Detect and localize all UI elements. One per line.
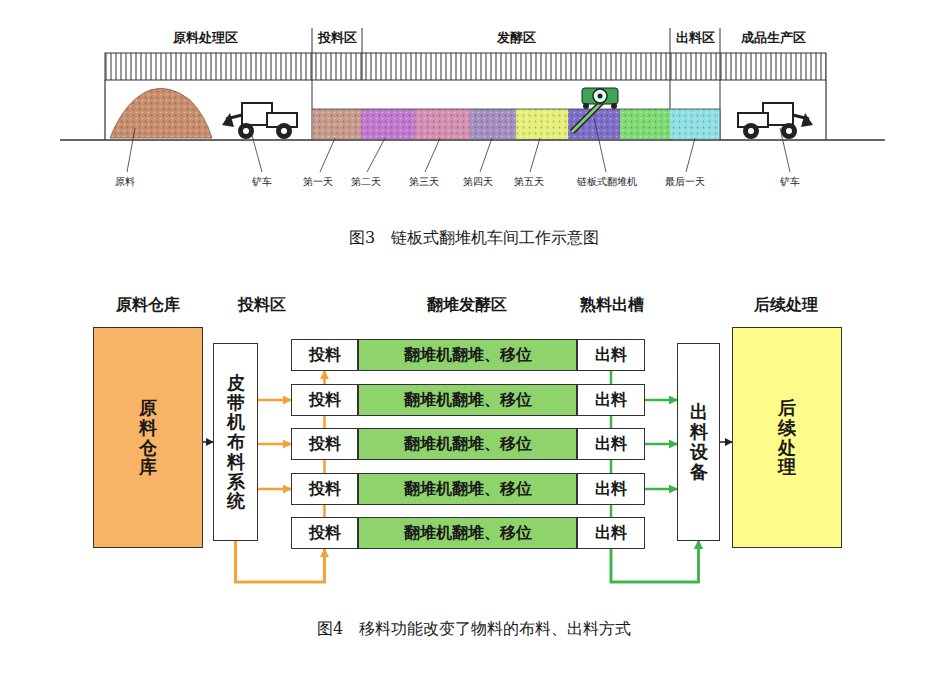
node-text: 翻堆机翻堆、移位 xyxy=(404,434,532,455)
part-label: 原料 xyxy=(115,175,135,189)
flow-arrow xyxy=(258,443,291,446)
figure-caption: 图4 移料功能改变了物料的布料、出料方式 xyxy=(317,619,631,640)
part-label: 第四天 xyxy=(463,175,493,189)
node-text: 后续处理 xyxy=(778,398,796,477)
node-text: 投料 xyxy=(309,434,341,455)
flow-arrow xyxy=(645,399,677,402)
part-label: 最后一天 xyxy=(665,175,705,189)
part-label: 第二天 xyxy=(351,175,381,189)
zone-label: 投料区 xyxy=(318,29,357,47)
post-process-box: 后续处理 xyxy=(732,327,842,548)
node-text: 出料 xyxy=(595,390,627,411)
feed-box: 投料 xyxy=(291,428,358,460)
node-text: 投料 xyxy=(309,523,341,544)
chain-turner xyxy=(572,88,618,132)
node-text: 翻堆机翻堆、移位 xyxy=(404,523,532,544)
node-text: 原料仓库 xyxy=(139,398,157,477)
zone-dividers xyxy=(312,28,720,140)
feed-box: 投料 xyxy=(291,339,358,371)
feed-box: 投料 xyxy=(291,384,358,416)
part-label: 铲车 xyxy=(252,175,272,189)
discharge-box: 出料 xyxy=(577,384,645,416)
node-text: 出料 xyxy=(595,479,627,500)
node-text: 出料 xyxy=(595,345,627,366)
part-label: 铲车 xyxy=(780,175,800,189)
column-header: 熟料出槽 xyxy=(580,295,644,316)
discharge-equipment-box: 出料设备 xyxy=(677,343,720,541)
node-text: 皮带机布料系统 xyxy=(227,373,245,512)
node-text: 翻堆机翻堆、移位 xyxy=(404,390,532,411)
discharge-box: 出料 xyxy=(577,428,645,460)
part-label: 第五天 xyxy=(514,175,544,189)
windrow xyxy=(312,109,720,140)
figure-caption: 图3 链板式翻堆机车间工作示意图 xyxy=(349,228,599,249)
zone-label: 原料处理区 xyxy=(173,29,238,47)
flow-arrow xyxy=(645,443,677,446)
node-text: 出料 xyxy=(595,523,627,544)
column-header: 原料仓库 xyxy=(116,295,180,316)
node-text: 出料设备 xyxy=(690,402,708,481)
distribution-box: 皮带机布料系统 xyxy=(213,343,258,541)
loader xyxy=(738,103,813,139)
wall xyxy=(825,80,826,140)
discharge-box: 出料 xyxy=(577,517,645,549)
part-label: 第一天 xyxy=(303,175,333,189)
node-text: 投料 xyxy=(309,479,341,500)
part-label: 链板式翻堆机 xyxy=(577,175,637,189)
ground-line xyxy=(60,139,885,141)
flow-arrow xyxy=(645,488,677,491)
node-text: 出料 xyxy=(595,434,627,455)
column-header: 后续处理 xyxy=(754,295,818,316)
wall xyxy=(104,80,105,140)
node-text: 翻堆机翻堆、移位 xyxy=(404,479,532,500)
turning-box: 翻堆机翻堆、移位 xyxy=(358,428,577,460)
feed-box: 投料 xyxy=(291,517,358,549)
part-label: 第三天 xyxy=(409,175,439,189)
discharge-box: 出料 xyxy=(577,473,645,505)
node-text: 翻堆机翻堆、移位 xyxy=(404,345,532,366)
roof-band xyxy=(105,53,826,80)
flow-arrow xyxy=(258,399,291,402)
turning-box: 翻堆机翻堆、移位 xyxy=(358,473,577,505)
raw-material-pile xyxy=(110,88,212,138)
zone-label: 发酵区 xyxy=(497,29,536,47)
flow-arrow xyxy=(258,488,291,491)
node-text: 投料 xyxy=(309,345,341,366)
leader-lines xyxy=(127,118,790,172)
node-text: 投料 xyxy=(309,390,341,411)
flow-arrow xyxy=(720,441,732,443)
turning-box: 翻堆机翻堆、移位 xyxy=(358,384,577,416)
column-header: 投料区 xyxy=(238,295,286,316)
turning-box: 翻堆机翻堆、移位 xyxy=(358,517,577,549)
zone-label: 成品生产区 xyxy=(741,29,806,47)
loader xyxy=(222,103,297,139)
flow-arrow xyxy=(203,441,213,443)
storage-box: 原料仓库 xyxy=(93,327,203,548)
feed-box: 投料 xyxy=(291,473,358,505)
column-header: 翻堆发酵区 xyxy=(427,295,507,316)
zone-label: 出料区 xyxy=(676,29,715,47)
turning-box: 翻堆机翻堆、移位 xyxy=(358,339,577,371)
discharge-box: 出料 xyxy=(577,339,645,371)
